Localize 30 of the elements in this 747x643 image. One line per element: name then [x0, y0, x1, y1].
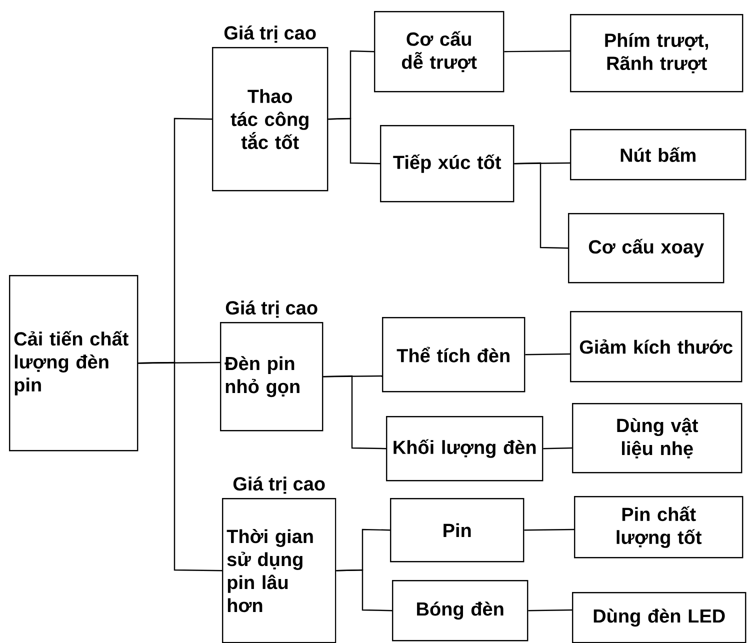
- process-box: Đèn pin nhỏ gọn: [220, 322, 324, 432]
- value-label: Giá trị cao: [233, 476, 325, 494]
- process-box: Cải tiến chất lượng đèn pin: [9, 275, 138, 452]
- process-box: Thể tích đèn: [382, 317, 526, 392]
- process-box: Giảm kích thước: [570, 311, 742, 382]
- connector-line: [514, 162, 568, 249]
- process-box: Bóng đèn: [392, 580, 528, 642]
- process-box: Dùng đèn LED: [572, 592, 746, 643]
- connector-line: [543, 447, 572, 450]
- process-box: Phím trượt, Rãnh trượt: [570, 14, 744, 92]
- connector-line: [524, 528, 574, 531]
- connector-line: [336, 569, 392, 612]
- process-box: Tiếp xúc tốt: [380, 125, 514, 202]
- connector-line: [323, 375, 386, 450]
- process-box: Khối lượng đèn: [386, 416, 544, 482]
- process-box: Dùng vật liệu nhẹ: [572, 403, 742, 474]
- process-box: Cơ cấu dễ trượt: [374, 11, 504, 92]
- process-box: Pin: [390, 498, 524, 562]
- connector-line: [138, 362, 222, 572]
- process-box: Thời gian sử dụng pin lâu hơn: [222, 498, 336, 643]
- connector-line: [328, 118, 380, 164]
- connector-line: [525, 353, 570, 356]
- process-box: Thao tác công tắc tốt: [212, 47, 328, 192]
- process-box: Pin chất lượng tốt: [574, 496, 744, 558]
- process-box: Nút bấm: [570, 129, 746, 180]
- value-label: Giá trị cao: [224, 25, 316, 43]
- connector-line: [528, 609, 572, 612]
- value-label: Giá trị cao: [226, 300, 318, 318]
- connector-line: [504, 50, 570, 52]
- process-box: Cơ cấu xoay: [568, 213, 724, 284]
